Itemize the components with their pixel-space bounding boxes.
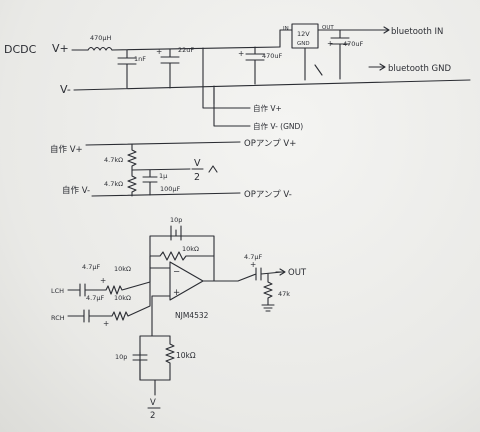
wire-node-vplus — [202, 47, 251, 109]
bias-res-label: 10kΩ — [176, 351, 196, 360]
rch-label: RCH — [51, 314, 65, 322]
capacitor-1 — [117, 49, 137, 89]
inductor-label: 470μH — [90, 34, 112, 42]
vbias-num: V — [150, 398, 156, 408]
fb-cap-label: 10p — [170, 216, 182, 224]
cap1-label: 1nF — [134, 55, 146, 63]
capacitor-3 — [245, 46, 265, 85]
opamp-vminus-label: OPアンプ V- — [244, 190, 292, 200]
svg-text:+: + — [156, 47, 162, 56]
output-resistor — [263, 273, 273, 306]
svg-text:+: + — [100, 276, 106, 285]
svg-text:+: + — [238, 49, 244, 58]
reg-part-label: 12V — [297, 30, 310, 38]
vhalf-arrow — [208, 165, 218, 173]
bottom-rail-wire — [73, 79, 471, 91]
svg-text:+: + — [173, 288, 180, 298]
out-res-label: 47k — [278, 290, 290, 298]
feedback-capacitor — [170, 225, 182, 241]
div-c2-label: 100μF — [160, 185, 181, 193]
reg-in-label: IN — [283, 26, 289, 32]
lch-res-label: 10kΩ — [114, 265, 131, 273]
bias-resistor — [165, 335, 175, 381]
div-vminus-label: 自作 V- — [62, 185, 90, 196]
cap-out-label: 470uF — [343, 40, 364, 48]
capacitor-2 — [160, 48, 180, 89]
div-r1-label: 4.7kΩ — [104, 156, 123, 164]
rch-res-label: 10kΩ — [114, 294, 131, 302]
rch-cap-label: 4.7μF — [86, 294, 104, 302]
label-vminus: V- — [60, 83, 71, 96]
opamp-label: NJM4532 — [175, 311, 209, 320]
inductor — [87, 46, 113, 51]
div-c1-label: 1μ — [159, 172, 167, 180]
vhalf-num: V — [194, 158, 201, 169]
svg-text:+: + — [250, 260, 256, 269]
vbias-den: 2 — [150, 411, 155, 421]
node-vplus-label: 自作 V+ — [253, 103, 282, 113]
opamp-triangle — [169, 261, 204, 301]
out-label: OUT — [288, 268, 307, 278]
div-vplus-label: 自作 V+ — [50, 144, 83, 155]
feedback-resistor — [149, 251, 215, 269]
svg-text:+: + — [103, 319, 109, 328]
reg-out-label: OUT — [322, 25, 334, 31]
cap3-label: 470uF — [262, 52, 283, 60]
divider-top-rail — [85, 141, 241, 146]
lch-cap-label: 4.7μF — [82, 263, 100, 271]
node-vgnd-label: 自作 V- (GND) — [253, 121, 303, 131]
divider-resistor-1 — [127, 143, 137, 171]
capacitor-out — [330, 29, 350, 80]
bluetooth-in-label: bluetooth IN — [391, 27, 443, 37]
out-cap-label: 4.7μF — [244, 253, 262, 261]
divider-resistor-2 — [127, 169, 137, 197]
label-vplus: V+ — [52, 42, 69, 55]
label-dcdc: DCDC — [4, 43, 37, 56]
svg-text:+: + — [327, 39, 333, 48]
opamp-vplus-label: OPアンプ V+ — [244, 139, 296, 149]
divider-bottom-rail — [91, 192, 241, 197]
bias-cap-label: 10p — [115, 353, 127, 361]
bias-capacitor — [132, 351, 148, 381]
reg-gnd-label: GND — [297, 41, 310, 47]
bluetooth-gnd-label: bluetooth GND — [388, 64, 451, 74]
vhalf-den: 2 — [194, 172, 200, 183]
lch-label: LCH — [51, 287, 64, 295]
ground-symbol — [261, 304, 275, 312]
fb-res-label: 10kΩ — [182, 245, 199, 253]
cap2-label: 22uF — [178, 46, 194, 54]
div-r2-label: 4.7kΩ — [104, 180, 123, 188]
svg-text:−: − — [173, 267, 180, 277]
